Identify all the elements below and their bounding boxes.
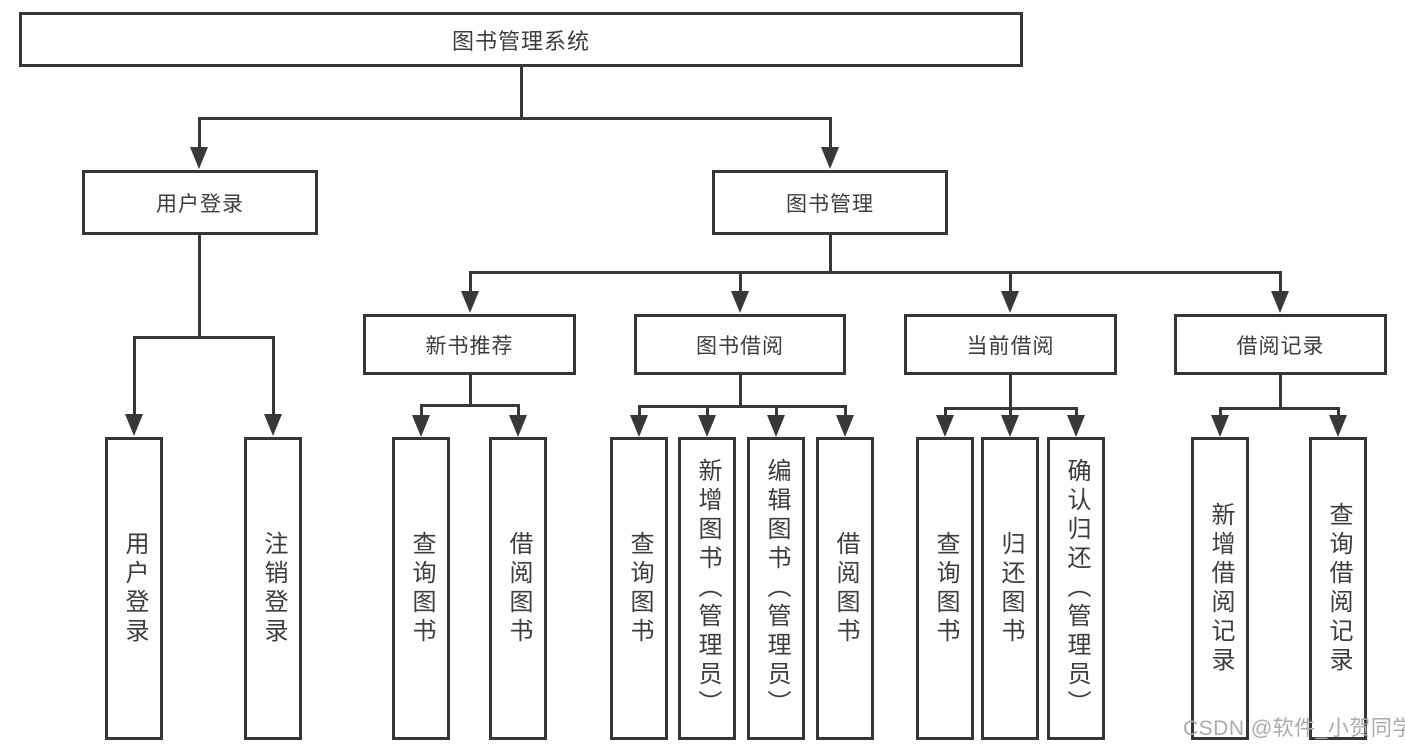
node-label: 当前借阅 <box>966 334 1055 358</box>
connector-line <box>638 408 641 415</box>
arrow-down-icon <box>125 414 143 436</box>
node-label: 借阅图书 <box>505 530 532 647</box>
connector-line <box>469 271 1282 274</box>
arrow-down-icon <box>264 414 282 436</box>
leaf-query-borrow-record: 查询借阅记录 <box>1309 437 1367 740</box>
connector-line <box>133 336 275 339</box>
leaf-add-borrow-record: 新增借阅记录 <box>1191 437 1249 740</box>
arrow-down-icon <box>1211 415 1229 437</box>
node-label: 用户登录 <box>121 530 148 647</box>
node-label: 查询借阅记录 <box>1325 501 1352 676</box>
arrow-down-icon <box>190 147 208 169</box>
connector-line <box>420 407 423 415</box>
node-label: 图书管理系统 <box>451 28 590 54</box>
connector-line <box>1279 375 1282 407</box>
arrow-down-icon <box>630 415 648 437</box>
leaf-logout: 注销登录 <box>244 437 302 740</box>
leaf-user-login: 用户登录 <box>105 437 163 740</box>
arrow-down-icon <box>1001 291 1019 313</box>
connector-line <box>198 117 832 120</box>
connector-line <box>944 410 947 415</box>
node-label: 用户登录 <box>156 192 244 216</box>
connector-line <box>420 404 520 407</box>
node-label: 注销登录 <box>260 530 287 647</box>
leaf-edit-books-admin: 编辑图书（管理员） <box>747 437 805 740</box>
node-borrowing-records: 借阅记录 <box>1174 314 1387 375</box>
leaf-query-books-borrowing: 查询图书 <box>610 437 668 740</box>
connector-line <box>1219 410 1222 415</box>
arrow-down-icon <box>731 291 749 313</box>
arrow-down-icon <box>509 415 527 437</box>
leaf-query-books-current: 查询图书 <box>916 437 974 740</box>
arrow-down-icon <box>936 415 954 437</box>
connector-line <box>1009 274 1012 291</box>
connector-line <box>133 339 136 414</box>
leaf-return-books: 归还图书 <box>981 437 1039 740</box>
connector-line <box>517 407 520 415</box>
node-label: 归还图书 <box>997 530 1024 647</box>
connector-line <box>1075 410 1078 415</box>
node-user-login: 用户登录 <box>82 170 318 235</box>
connector-line <box>1009 410 1012 415</box>
connector-line <box>739 274 742 291</box>
arrow-down-icon <box>1329 415 1347 437</box>
connector-line <box>272 339 275 414</box>
node-label: 查询图书 <box>408 530 435 647</box>
leaf-borrow-books-borrowing: 借阅图书 <box>816 437 874 740</box>
connector-line <box>198 120 201 147</box>
arrow-down-icon <box>698 415 716 437</box>
connector-line <box>638 405 847 408</box>
node-label: 确认归还（管理员） <box>1063 458 1090 719</box>
connector-line <box>469 274 472 291</box>
connector-line <box>739 375 742 405</box>
connector-line <box>844 408 847 415</box>
node-label: 借阅记录 <box>1236 334 1325 358</box>
node-label: 新书推荐 <box>425 334 514 358</box>
connector-line <box>520 67 523 117</box>
node-label: 新增借阅记录 <box>1207 501 1234 676</box>
csdn-watermark: CSDN @软件_小贺同学 <box>1183 717 1405 740</box>
node-label: 图书借阅 <box>696 334 784 358</box>
leaf-add-books-admin: 新增图书（管理员） <box>678 437 736 740</box>
connector-line <box>775 408 778 415</box>
connector-line <box>829 120 832 147</box>
node-book-management: 图书管理 <box>712 170 948 235</box>
node-label: 新增图书（管理员） <box>694 458 721 719</box>
connector-line <box>469 375 472 404</box>
node-label: 编辑图书（管理员） <box>763 458 790 719</box>
arrow-down-icon <box>1001 415 1019 437</box>
connector-line <box>198 235 201 336</box>
connector-line <box>1219 407 1340 410</box>
node-current-borrowing: 当前借阅 <box>904 314 1117 375</box>
leaf-confirm-return-admin: 确认归还（管理员） <box>1047 437 1105 740</box>
leaf-query-books-recommend: 查询图书 <box>392 437 450 740</box>
node-root-library-system: 图书管理系统 <box>19 12 1023 67</box>
arrow-down-icon <box>412 415 430 437</box>
arrow-down-icon <box>1271 291 1289 313</box>
arrow-down-icon <box>767 415 785 437</box>
leaf-borrow-books-recommend: 借阅图书 <box>489 437 547 740</box>
connector-line <box>1279 274 1282 291</box>
node-new-book-recommendation: 新书推荐 <box>363 314 576 375</box>
arrow-down-icon <box>461 291 479 313</box>
connector-line <box>706 408 709 415</box>
arrow-down-icon <box>836 415 854 437</box>
node-label: 图书管理 <box>786 192 874 216</box>
node-label: 查询图书 <box>626 530 653 647</box>
connector-line <box>1337 410 1340 415</box>
connector-line <box>1009 375 1012 407</box>
connector-line <box>944 407 1078 410</box>
connector-line <box>829 235 832 271</box>
node-label: 借阅图书 <box>832 530 859 647</box>
arrow-down-icon <box>1067 415 1085 437</box>
arrow-down-icon <box>821 147 839 169</box>
node-label: 查询图书 <box>932 530 959 647</box>
node-book-borrowing: 图书借阅 <box>634 314 846 375</box>
